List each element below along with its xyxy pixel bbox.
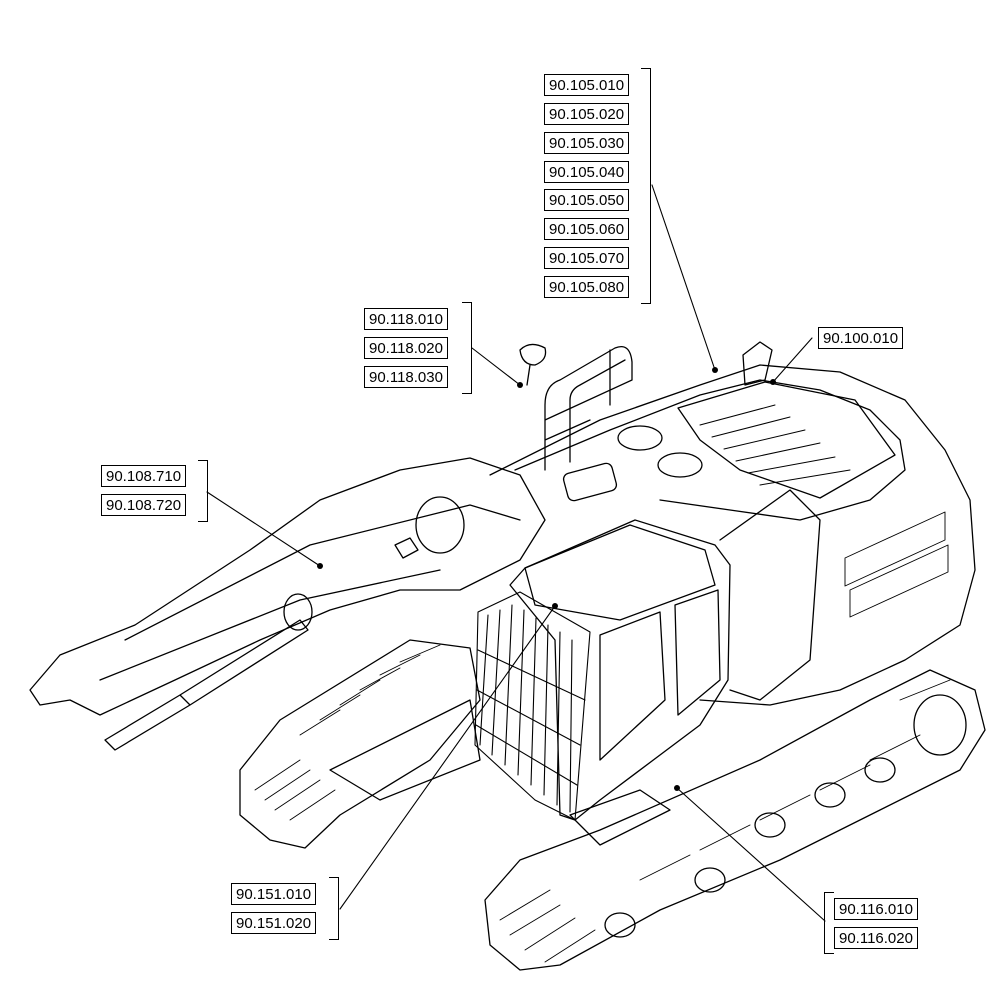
callout-90-108-710[interactable]: 90.108.710 — [101, 465, 187, 487]
bracket-90-118 — [462, 302, 472, 394]
track-rollers — [604, 694, 967, 938]
callout-90-108-720[interactable]: 90.108.720 — [101, 494, 187, 516]
cab-window — [674, 589, 721, 716]
boom-pin — [283, 593, 313, 631]
engine-cover — [514, 379, 906, 521]
callout-90-105-030[interactable]: 90.105.030 — [544, 132, 630, 154]
callout-90-118-030[interactable]: 90.118.030 — [364, 366, 448, 388]
callout-90-105-010[interactable]: 90.105.010 — [544, 74, 630, 96]
oil-cap — [657, 452, 703, 478]
leader-lines — [206, 184, 826, 922]
side-grille — [844, 511, 949, 618]
work-light — [394, 537, 419, 559]
callout-90-105-020[interactable]: 90.105.020 — [544, 103, 630, 125]
handrail — [544, 345, 633, 471]
boom-foot — [415, 496, 465, 554]
callout-90-105-080[interactable]: 90.105.080 — [544, 276, 630, 298]
cab-roof — [524, 524, 716, 621]
bracket-90-108 — [198, 460, 208, 522]
center-frame — [329, 699, 481, 801]
bracket-90-151 — [329, 877, 339, 940]
callout-90-105-060[interactable]: 90.105.060 — [544, 218, 630, 240]
right-track-links — [499, 679, 951, 963]
grid-plate — [562, 462, 618, 502]
cab — [509, 519, 731, 821]
callout-90-100-010[interactable]: 90.100.010 — [818, 327, 904, 349]
boom — [29, 457, 546, 716]
callout-90-151-020[interactable]: 90.151.020 — [231, 912, 317, 934]
left-track-links — [254, 644, 441, 821]
boom-inner — [99, 504, 521, 681]
callout-90-118-010[interactable]: 90.118.010 — [364, 308, 448, 330]
callout-90-116-010[interactable]: 90.116.010 — [834, 898, 918, 920]
mirror — [519, 343, 547, 386]
bracket-90-116 — [824, 892, 834, 954]
exhaust-stack — [742, 341, 773, 386]
side-frame — [719, 489, 821, 701]
step-plate — [569, 789, 671, 846]
bracket-90-105 — [641, 68, 651, 304]
front-guard — [474, 591, 591, 821]
cab-door — [599, 611, 666, 761]
callout-90-105-070[interactable]: 90.105.070 — [544, 247, 630, 269]
upper-body-outline — [489, 364, 976, 706]
callout-90-105-040[interactable]: 90.105.040 — [544, 161, 630, 183]
right-track — [484, 669, 986, 971]
engine-hood — [677, 381, 896, 499]
boom-cylinder — [104, 619, 309, 751]
callout-90-151-010[interactable]: 90.151.010 — [231, 883, 317, 905]
left-track — [239, 639, 481, 849]
callout-90-105-050[interactable]: 90.105.050 — [544, 189, 630, 211]
callout-90-116-020[interactable]: 90.116.020 — [834, 927, 918, 949]
leader-dots — [317, 367, 776, 791]
fuel-cap — [617, 425, 663, 451]
hood-slats — [699, 404, 851, 486]
callout-90-118-020[interactable]: 90.118.020 — [364, 337, 448, 359]
